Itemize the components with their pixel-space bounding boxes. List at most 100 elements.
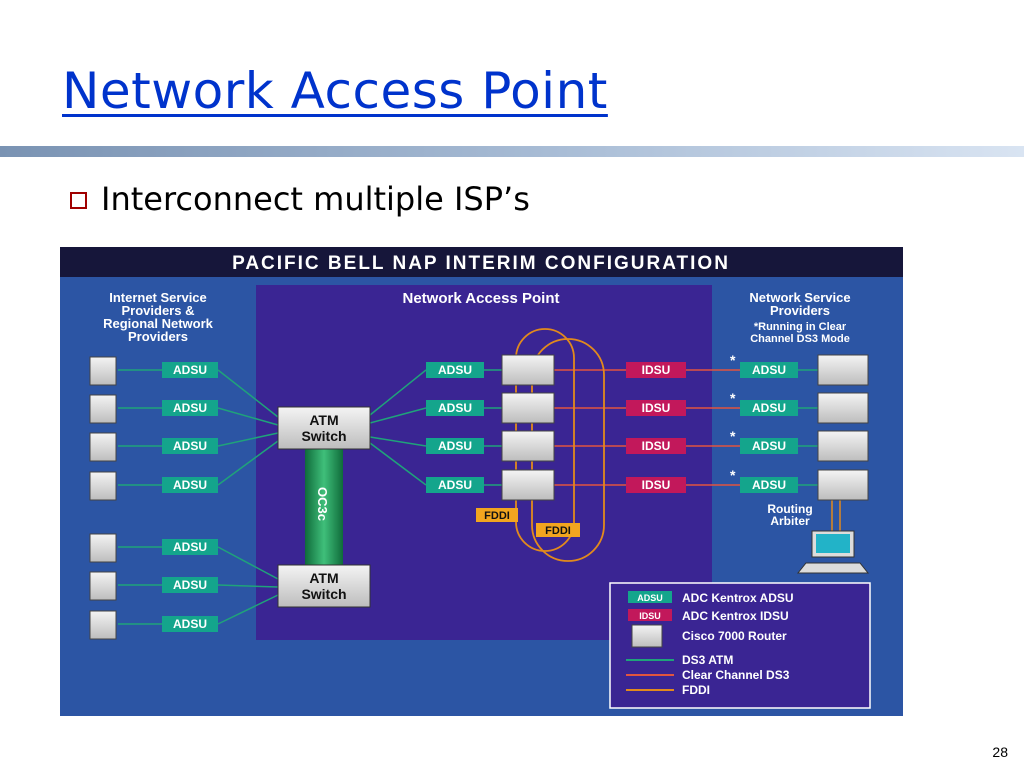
left-heading-line: Internet Service (109, 290, 207, 305)
idsu-box: IDSU (626, 400, 686, 416)
idsu-label: IDSU (642, 363, 671, 377)
legend-item-ds3-atm: DS3 ATM (626, 653, 733, 667)
idsu-box: IDSU (626, 362, 686, 378)
diagram-banner-text: PACIFIC BELL NAP INTERIM CONFIGURATION (232, 253, 730, 274)
fddi-label: FDDI (484, 510, 510, 522)
adsu-label: ADSU (752, 401, 786, 415)
legend-text: Cisco 7000 Router (682, 629, 787, 643)
atm-switch-label: Switch (301, 428, 346, 444)
adsu-box: ADSU (162, 539, 218, 555)
right-heading-line: Channel DS3 Mode (750, 333, 850, 345)
ds3-atm-lines (118, 369, 818, 625)
router-icon (89, 471, 117, 501)
legend-item-adsu: ADSU ADC Kentrox ADSU (628, 591, 794, 605)
center-heading: Network Access Point (403, 290, 560, 307)
fddi-label: FDDI (545, 525, 571, 537)
left-heading-line: Regional Network (103, 316, 214, 331)
fddi-label-box: FDDI (536, 523, 580, 537)
adsu-label: ADSU (173, 617, 207, 631)
center-adsu-group: ADSU ADSU ADSU ADSU (426, 362, 484, 493)
idsu-group: IDSU IDSU IDSU IDSU (626, 362, 686, 493)
left-heading: Internet Service Providers & Regional Ne… (103, 290, 214, 344)
star-marker: * (730, 352, 736, 368)
adsu-label: ADSU (752, 478, 786, 492)
nap-diagram: PACIFIC BELL NAP INTERIM CONFIGURATION I… (60, 247, 903, 716)
bullet-marker-icon (70, 191, 87, 209)
right-router-group (817, 354, 869, 501)
adsu-box: ADSU (426, 362, 484, 378)
clear-channel-lines (554, 369, 740, 486)
atm-switch: ATM Switch (277, 564, 371, 608)
bullet-text: Interconnect multiple ISP’s (101, 180, 530, 218)
legend-text: Clear Channel DS3 (682, 668, 790, 682)
router-icon (89, 571, 117, 601)
router-icon (89, 394, 117, 424)
adsu-label: ADSU (438, 363, 472, 377)
adsu-label: ADSU (173, 401, 207, 415)
adsu-label: ADSU (173, 439, 207, 453)
legend-swatch-label: ADSU (637, 593, 663, 603)
atm-switch-label: ATM (309, 412, 338, 428)
adsu-box: ADSU (426, 477, 484, 493)
adsu-label: ADSU (752, 439, 786, 453)
routing-arbiter-label: Routing (767, 502, 812, 516)
idsu-box: IDSU (626, 477, 686, 493)
legend-item-router: Cisco 7000 Router (631, 624, 787, 648)
atm-switch: ATM Switch (277, 406, 371, 450)
adsu-box: ADSU (162, 616, 218, 632)
legend-item-fddi: FDDI (626, 683, 710, 697)
routing-arbiter-label: Arbiter (770, 514, 810, 528)
adsu-box: * ADSU (730, 428, 798, 454)
router-icon (501, 354, 555, 386)
legend-text: DS3 ATM (682, 653, 733, 667)
adsu-label: ADSU (438, 439, 472, 453)
slide-number: 28 (992, 744, 1008, 760)
left-adsu-group: ADSU ADSU ADSU ADSU ADSU ADSU ADSU (162, 362, 218, 632)
right-heading-line: Network Service (749, 290, 850, 305)
adsu-label: ADSU (438, 478, 472, 492)
oc3c-link (305, 443, 343, 565)
adsu-box: ADSU (426, 438, 484, 454)
routing-arbiter: Routing Arbiter (767, 502, 870, 574)
adsu-box: * ADSU (730, 467, 798, 493)
router-icon (817, 354, 869, 386)
left-heading-line: Providers & (122, 303, 195, 318)
router-icon (501, 469, 555, 501)
center-router-group (501, 354, 555, 501)
legend-swatch-label: IDSU (639, 611, 661, 621)
legend: ADSU ADC Kentrox ADSU IDSU ADC Kentrox I… (609, 582, 871, 709)
router-icon (89, 533, 117, 563)
adsu-label: ADSU (752, 363, 786, 377)
diagram-banner (60, 247, 903, 277)
adsu-box: ADSU (162, 362, 218, 378)
router-icon (89, 356, 117, 386)
computer-icon (796, 530, 870, 574)
bullet-item: Interconnect multiple ISP’s (70, 180, 530, 218)
router-icon (501, 392, 555, 424)
right-heading-line: Providers (770, 303, 830, 318)
right-heading: Network Service Providers *Running in Cl… (749, 290, 850, 345)
router-icon (89, 432, 117, 462)
legend-item-idsu: IDSU ADC Kentrox IDSU (628, 609, 789, 623)
right-heading-line: *Running in Clear (754, 321, 847, 333)
router-icon (89, 610, 117, 640)
star-marker: * (730, 428, 736, 444)
oc3c-label: OC3c (315, 487, 330, 521)
star-marker: * (730, 390, 736, 406)
star-marker: * (730, 467, 736, 483)
slide-title: Network Access Point (62, 62, 608, 120)
adsu-label: ADSU (173, 578, 207, 592)
adsu-box: ADSU (162, 477, 218, 493)
idsu-label: IDSU (642, 401, 671, 415)
adsu-box: * ADSU (730, 390, 798, 416)
idsu-box: IDSU (626, 438, 686, 454)
router-icon (817, 469, 869, 501)
legend-text: ADC Kentrox IDSU (682, 609, 789, 623)
idsu-label: IDSU (642, 439, 671, 453)
adsu-label: ADSU (173, 363, 207, 377)
adsu-label: ADSU (173, 540, 207, 554)
router-icon (817, 392, 869, 424)
legend-text: FDDI (682, 683, 710, 697)
adsu-box: * ADSU (730, 352, 798, 378)
title-divider (0, 146, 1024, 157)
